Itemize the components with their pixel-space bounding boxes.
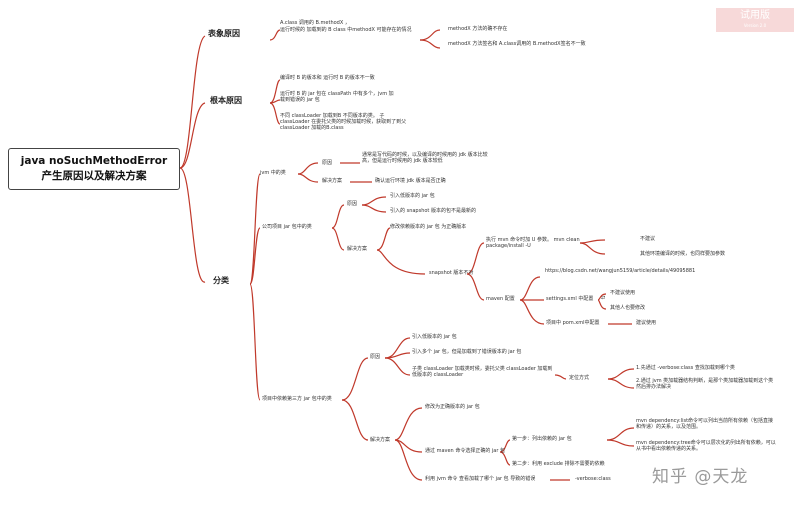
badge-sub: Version 2.0	[743, 23, 767, 28]
jvm-solution-text: 确认运行环境 jdk 版本是否正确	[375, 178, 446, 184]
company-reason-label: 原因	[347, 201, 358, 207]
third-reason-classloader: 子类 classLoader 加载类时候，委托父类 classLoader 加载…	[412, 366, 553, 379]
badge-label: 试用版	[740, 10, 770, 21]
surface-desc-1: A.class 调用的 B.methodX ，	[280, 20, 350, 26]
step2-exclude: 第二步：利用 exclude 排除不需要的依赖	[512, 461, 605, 467]
surface-case-not-exist: methodX 方法的确不存在	[448, 26, 508, 32]
jvm-reason-label: 原因	[322, 160, 333, 166]
step1-list-deps: 第一步：列出依赖的 jar 包	[512, 436, 572, 442]
company-solution-label: 解决方案	[347, 246, 368, 252]
locate-verbose: 1.先通过 -verbose:class 查找加载到哪个类	[636, 365, 735, 371]
jvm-cmd-check-jar: 利用 jvm 命令 查看加载了哪个 jar 包 导致的错误	[425, 476, 536, 482]
company-reason-low-version: 引入低版本的 jar 包	[390, 193, 435, 199]
mvn-not-recommended: 不建议	[640, 236, 656, 242]
maven-config-node: maven 配置	[486, 296, 515, 302]
settings-arrow-icon: ⇄	[601, 295, 606, 301]
mvn-dependency-tree: mvn dependency:tree命令可以层次化的列出所有依赖，可以从书中看…	[636, 440, 776, 453]
jvm-classes-node[interactable]: jvm 中的类	[260, 170, 286, 176]
third-reason-low-version: 引入低版本的 jar 包	[412, 334, 457, 340]
jvm-reason-text: 通常是写代码的时候，以及编译的时候用的 jdk 版本比较高，但是运行时候用的 j…	[362, 152, 488, 165]
third-reason-multiple: 引入多个 jar 包，但是加载到了错误版本的 jar 包	[412, 349, 522, 355]
verbose-class-flag: -verbose:class	[575, 476, 611, 482]
mvn-dependency-list: mvn dependency:list命令可以列出当前所有依赖（包括直接和传递）…	[636, 418, 774, 431]
settings-xml-config: settings.xml 中配置	[546, 296, 594, 302]
root-cause-version-mismatch: 编译时 B 的版本和 运行时 B 的版本不一致	[280, 75, 375, 81]
branch-root-cause[interactable]: 根本原因	[210, 96, 242, 105]
locate-classloader: 2.通过 jvm 类加载器结构判断，是那个类加载器加载到这个类 然后排办法解决	[636, 378, 774, 391]
watermark: 知乎 @天龙	[652, 467, 749, 487]
third-reason-label: 原因	[370, 354, 381, 360]
pom-recommended: 建议使用	[636, 320, 657, 326]
third-party-jar-node[interactable]: 项目中依赖第三方 jar 包中的类	[262, 396, 332, 402]
snapshot-version-wrong: snapshot 版本不对	[429, 270, 474, 276]
mvn-exec-u-flag: 执行 mvn 命令时加 U 参数。 mvn clean package/inst…	[486, 237, 580, 250]
trial-version-badge: 试用版 Version 2.0	[716, 8, 794, 32]
mvn-other-env-note: 其他环境编译的时候，也同样要加参数	[640, 251, 726, 257]
company-reason-snapshot: 引入的 snapshot 版本的包不是最新的	[390, 208, 476, 214]
surface-case-signature: methodX 方法签名和 A.class调用的 B.methodX签名不一致	[448, 41, 586, 47]
company-jar-node[interactable]: 公司项目 jar 包中的类	[262, 224, 312, 230]
root-title: java noSuchMethodError	[20, 155, 168, 167]
pom-xml-config: 项目中 pom.xml中配置	[546, 320, 600, 326]
third-solution-label: 解决方案	[370, 437, 391, 443]
settings-others-modify: 其他人也要修改	[610, 305, 646, 311]
maven-choose-jar: 通过 maven 命令选择正确的 jar 包	[425, 448, 506, 454]
jvm-solution-label: 解决方案	[322, 178, 343, 184]
root-cause-multiple-jars: 运行时 B 的 jar 包在 classPath 中有多个，jvm 加载到错误的…	[280, 91, 394, 104]
branch-surface-cause[interactable]: 表象原因	[208, 29, 240, 38]
root-topic[interactable]: java noSuchMethodError 产生原因以及解决方案	[8, 148, 180, 190]
settings-not-recommended: 不建议使用	[610, 290, 636, 296]
surface-desc-2: 运行时候的 加载到的 B class 中methodX 可能存在的情况	[280, 27, 412, 33]
root-cause-classloader: 不同 classLoader 加载到B 不同版本的类。 子 classLoade…	[280, 113, 407, 132]
blog-link[interactable]: https://blog.csdn.net/wangjun5159/articl…	[545, 268, 696, 274]
root-subtitle: 产生原因以及解决方案	[41, 170, 147, 182]
locate-method: 定位方式	[569, 375, 590, 381]
company-fix-version: 修改依赖版本的 jar 包 为正确版本	[390, 224, 467, 230]
third-fix-version: 修改为正确版本的 jar 包	[425, 404, 480, 410]
branch-classification[interactable]: 分类	[213, 276, 229, 285]
